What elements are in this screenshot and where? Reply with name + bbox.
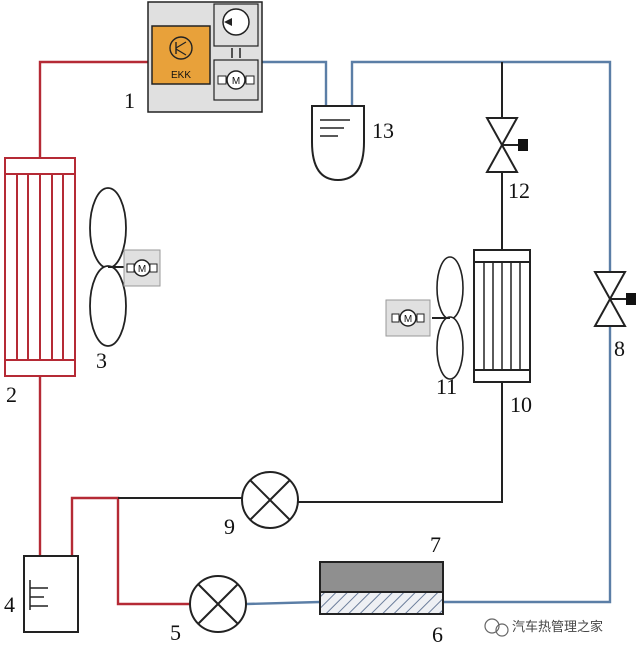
compressor-assembly: EKK M bbox=[147, 1, 263, 113]
label-10: 10 bbox=[510, 392, 532, 417]
black-pipes bbox=[118, 62, 503, 503]
watermark-text: 汽车热管理之家 bbox=[512, 619, 603, 635]
watermark: 汽车热管理之家 bbox=[484, 618, 603, 637]
evaporator-fan: M bbox=[385, 256, 464, 380]
separator bbox=[311, 105, 365, 182]
valve-12 bbox=[485, 117, 528, 173]
motor-icon bbox=[226, 70, 246, 90]
label-5: 5 bbox=[170, 620, 181, 645]
pump-icon bbox=[222, 8, 250, 36]
label-1: 1 bbox=[124, 88, 135, 113]
label-7: 7 bbox=[430, 532, 441, 557]
label-6: 6 bbox=[432, 622, 443, 647]
label-8: 8 bbox=[614, 336, 625, 361]
evaporator bbox=[473, 249, 531, 383]
valve-8 bbox=[593, 271, 636, 327]
expansion-valve-5 bbox=[189, 575, 247, 633]
label-3: 3 bbox=[96, 348, 107, 373]
expansion-valve-9 bbox=[241, 471, 299, 529]
svg-text:M: M bbox=[404, 314, 412, 325]
label-2: 2 bbox=[6, 382, 17, 407]
svg-text:M: M bbox=[138, 264, 146, 275]
ekk-module bbox=[151, 25, 211, 85]
accumulator bbox=[23, 555, 79, 633]
blue-pipes bbox=[245, 60, 612, 606]
ekk-label: EKK bbox=[171, 70, 191, 81]
label-9: 9 bbox=[224, 514, 235, 539]
label-13: 13 bbox=[372, 118, 394, 143]
transistor-icon bbox=[169, 36, 193, 60]
svg-text:M: M bbox=[232, 76, 240, 87]
label-4: 4 bbox=[4, 592, 15, 617]
chiller-coolant-side bbox=[319, 561, 444, 593]
condenser-fan: M bbox=[89, 187, 161, 347]
evap-motor-icon bbox=[399, 309, 417, 327]
chiller-refrigerant-side bbox=[319, 591, 444, 615]
label-11: 11 bbox=[436, 374, 457, 399]
condenser bbox=[4, 157, 76, 377]
wechat-icon bbox=[484, 618, 500, 634]
chiller bbox=[319, 561, 444, 615]
label-12: 12 bbox=[508, 178, 530, 203]
